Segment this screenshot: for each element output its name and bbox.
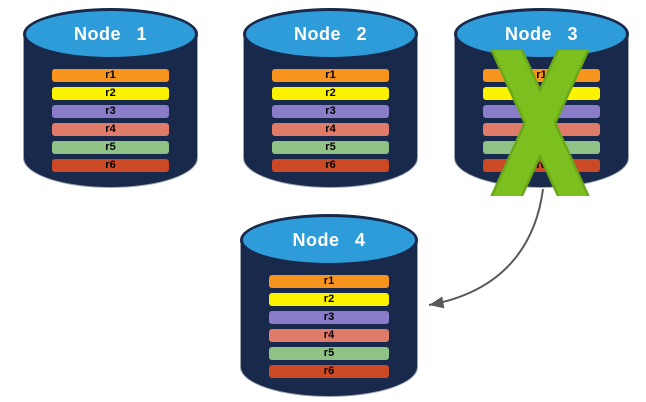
row-r5: r5 bbox=[52, 141, 169, 154]
row-r3: r3 bbox=[269, 311, 389, 324]
row-r3: r3 bbox=[272, 105, 389, 118]
node-1: Node 1 r1 r2 r3 r4 r5 r6 bbox=[23, 8, 198, 188]
row-r6: r6 bbox=[269, 365, 389, 378]
row-r6: r6 bbox=[52, 159, 169, 172]
node-1-title: Node 1 bbox=[23, 8, 198, 60]
row-r4: r4 bbox=[52, 123, 169, 136]
row-r4: r4 bbox=[269, 329, 389, 342]
row-r3: r3 bbox=[52, 105, 169, 118]
node-4-title: Node 4 bbox=[240, 214, 418, 266]
row-r1: r1 bbox=[272, 69, 389, 82]
row-r5: r5 bbox=[269, 347, 389, 360]
row-r6: r6 bbox=[272, 159, 389, 172]
row-r2: r2 bbox=[269, 293, 389, 306]
row-r1: r1 bbox=[52, 69, 169, 82]
node-2-title: Node 2 bbox=[243, 8, 418, 60]
node-4-rows: r1 r2 r3 r4 r5 r6 bbox=[269, 275, 389, 383]
row-r5: r5 bbox=[272, 141, 389, 154]
row-r2: r2 bbox=[52, 87, 169, 100]
node-4: Node 4 r1 r2 r3 r4 r5 r6 bbox=[240, 214, 418, 397]
node-2-rows: r1 r2 r3 r4 r5 r6 bbox=[272, 69, 389, 177]
node-3-title: Node 3 bbox=[454, 8, 629, 60]
node-1-rows: r1 r2 r3 r4 r5 r6 bbox=[52, 69, 169, 177]
row-r1: r1 bbox=[269, 275, 389, 288]
row-r4: r4 bbox=[272, 123, 389, 136]
node-2: Node 2 r1 r2 r3 r4 r5 r6 bbox=[243, 8, 418, 188]
row-r2: r2 bbox=[272, 87, 389, 100]
failover-arrow-path bbox=[428, 188, 544, 309]
green-x-icon bbox=[490, 50, 590, 196]
